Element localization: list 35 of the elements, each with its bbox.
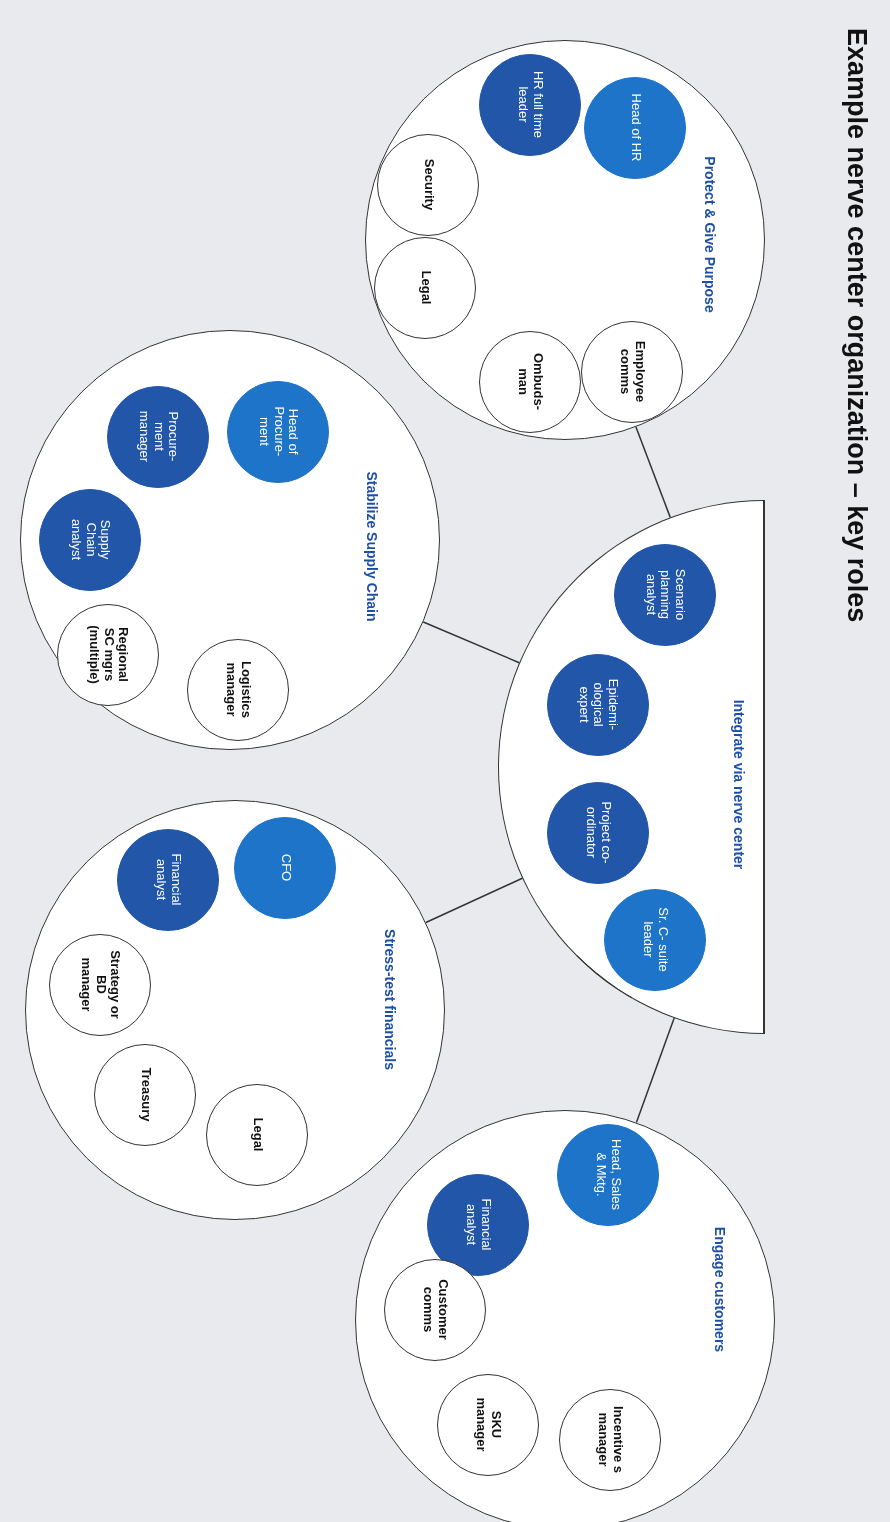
role-label: Legal [418, 270, 433, 305]
group-heading: Stabilize Supply Chain [364, 471, 381, 622]
role-label: CFO [278, 853, 293, 882]
connector-line [635, 1017, 675, 1124]
group-heading: Stress-test financials [382, 929, 399, 1070]
connector-line [422, 621, 520, 664]
role-label: Procure- ment manager [136, 409, 181, 465]
group-heading: Engage customers [712, 1226, 729, 1353]
role-label: Financial analyst [153, 852, 184, 908]
role-label: Supply Chain analyst [68, 517, 113, 563]
role-label: Strategy or BD manager [78, 949, 123, 1021]
role-label: Regional SC mgrs (multiple) [86, 624, 131, 686]
group-heading: Protect & Give Purpose [702, 156, 719, 313]
role-label: Head of Procure- ment [256, 405, 301, 459]
role-label: Employee comms [617, 339, 648, 405]
role-label: Head, Sales & Mktg. [593, 1138, 624, 1212]
role-label: Scenario planning analyst [643, 567, 687, 623]
role-label: Ombuds- man [515, 351, 546, 413]
role-label: Sr. C- suite leader [640, 906, 670, 974]
role-label: Customer comms [420, 1278, 451, 1342]
connector-line [635, 426, 671, 519]
role-label: HR full time leader [515, 69, 546, 141]
diagram-title: Example nerve center organization – key roles [841, 28, 872, 623]
role-label: SKU manager [473, 1396, 504, 1454]
role-label: Project co- ordinator [583, 800, 613, 866]
role-label: Head of HR [628, 93, 643, 162]
role-label: Legal [250, 1117, 265, 1152]
role-label: Financial analyst [463, 1197, 494, 1253]
connector-line [425, 877, 524, 924]
role-label: Treasury [138, 1067, 153, 1122]
role-label: Incentive s manager [595, 1404, 626, 1476]
role-label: Logistics manager [223, 659, 254, 721]
role-label: Security [421, 158, 436, 211]
group-heading: Integrate via nerve center [731, 699, 748, 870]
role-label: Epidemi- ological expert [576, 677, 620, 733]
